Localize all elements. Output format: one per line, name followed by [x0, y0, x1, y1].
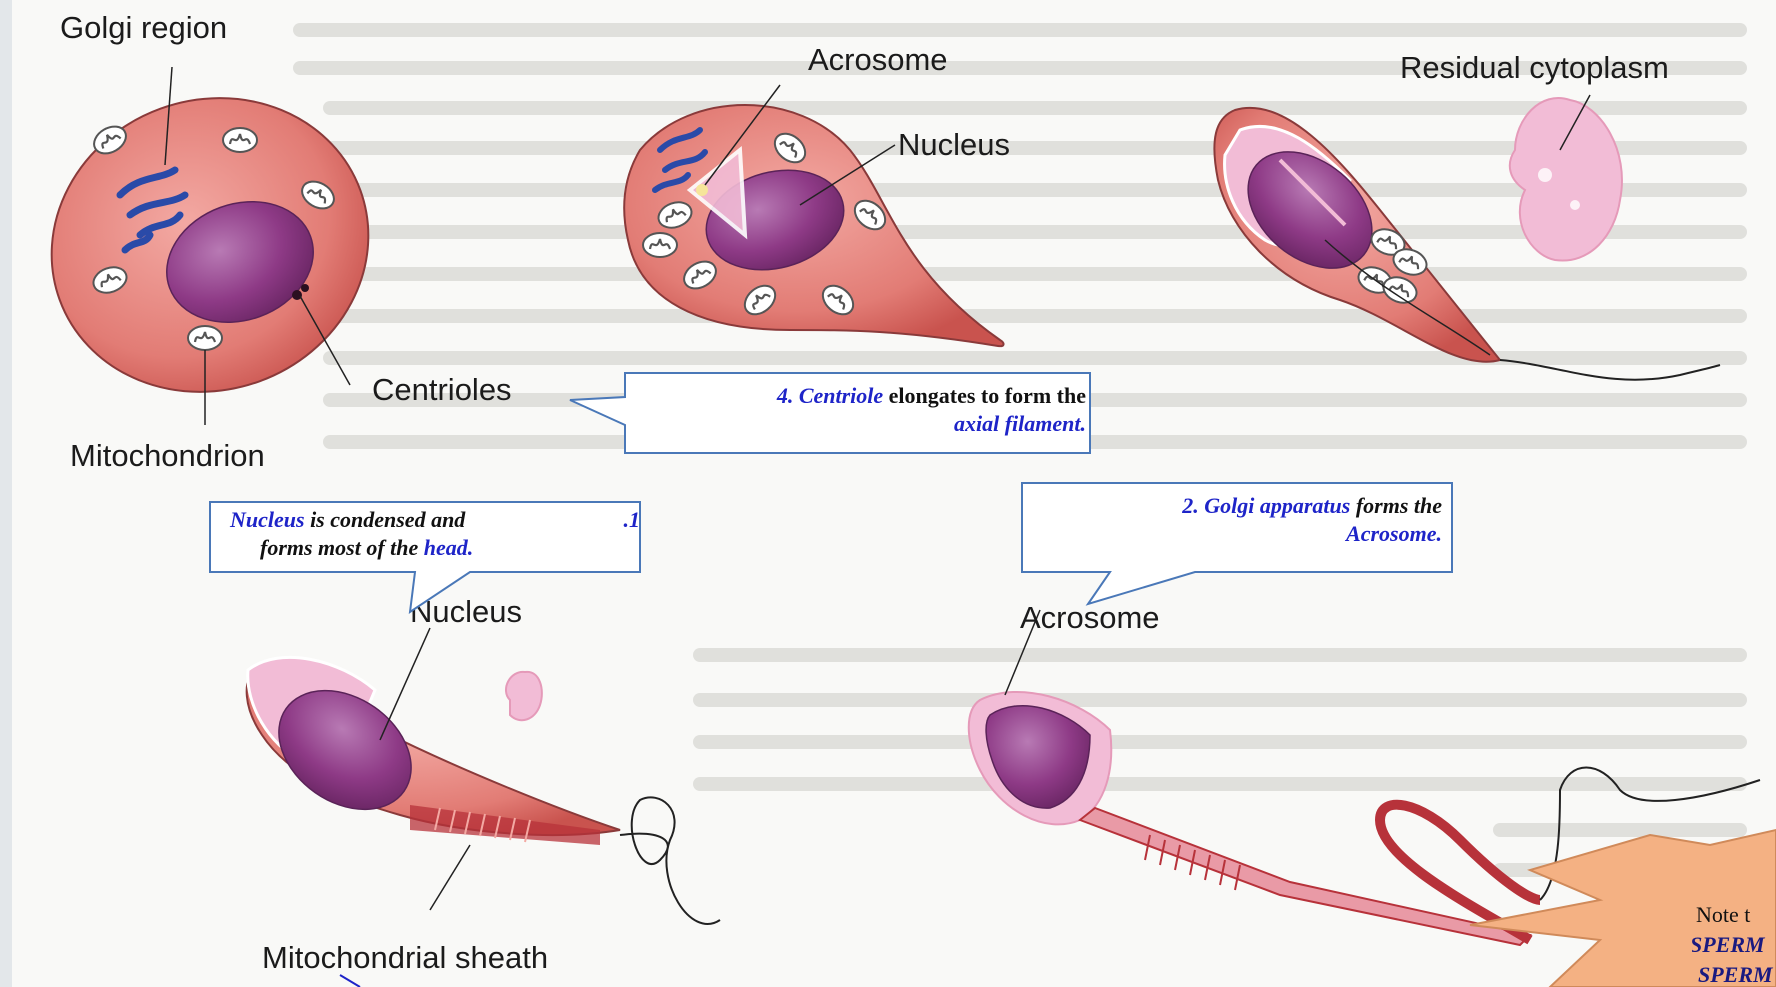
note-line-3: SPERM — [1698, 962, 1773, 987]
callout-golgi-term: Golgi apparatus — [1204, 493, 1350, 518]
callout-nucleus-line2: forms most of the — [260, 535, 424, 560]
callout-golgi-rest: forms the — [1350, 493, 1442, 518]
callout-golgi-number: 2. — [1182, 493, 1199, 518]
label-acrosome-top: Acrosome — [808, 42, 948, 77]
callout-nucleus-term: Nucleus — [230, 507, 305, 532]
callout-golgi-term2: Acrosome. — [1032, 520, 1442, 548]
label-acrosome-bottom: Acrosome — [1020, 600, 1160, 635]
label-mitochondrial-sheath: Mitochondrial sheath — [262, 940, 548, 975]
callout-nucleus-number: .1 — [624, 506, 641, 534]
spermiogenesis-diagram: Golgi region Centrioles Mitochondrion Ac… — [12, 0, 1776, 987]
label-golgi-region: Golgi region — [60, 10, 227, 45]
slide-canvas: Golgi region Centrioles Mitochondrion Ac… — [12, 0, 1776, 987]
callout-nucleus-term2: head. — [424, 535, 474, 560]
callout-centriole: 4. Centriole elongates to form the axial… — [640, 382, 1086, 438]
spermatid-stage-2 — [624, 85, 1003, 346]
note-callout: Note t SPERM SPERM — [1692, 900, 1776, 987]
label-centrioles: Centrioles — [372, 372, 512, 407]
label-mitochondrion: Mitochondrion — [70, 438, 265, 473]
callout-centriole-rest: elongates to form the — [883, 383, 1086, 408]
label-nucleus-top: Nucleus — [898, 127, 1010, 162]
callout-nucleus: Nucleus is condensed and .1 forms most o… — [230, 506, 640, 562]
spermatid-stage-4 — [247, 628, 720, 924]
callout-centriole-number: 4. — [777, 383, 794, 408]
note-line-2: SPERM — [1692, 932, 1765, 958]
callout-nucleus-rest: is condensed and — [305, 507, 466, 532]
callout-centriole-term2: axial filament. — [640, 410, 1086, 438]
note-line-1: Note t — [1696, 902, 1750, 928]
callout-golgi: 2. Golgi apparatus forms the Acrosome. — [1032, 492, 1442, 548]
label-residual-cytoplasm: Residual cytoplasm — [1400, 50, 1669, 85]
callout-centriole-term: Centriole — [799, 383, 883, 408]
